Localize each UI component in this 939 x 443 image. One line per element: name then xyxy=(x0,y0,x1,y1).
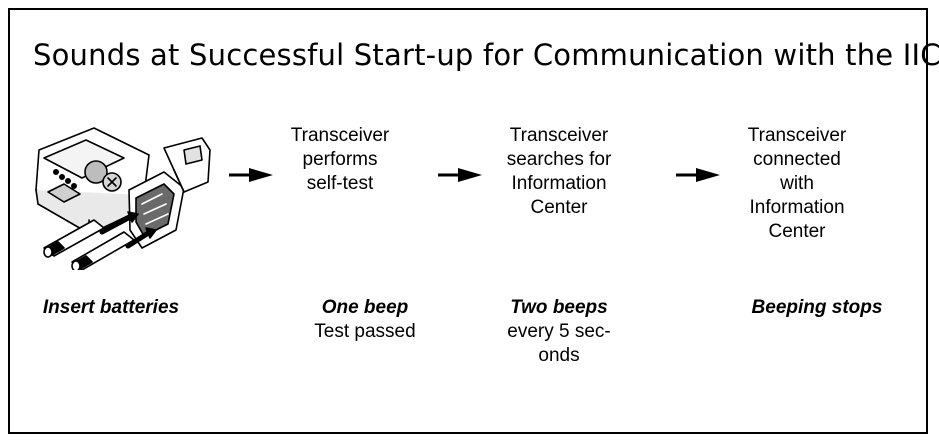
caption-bold: Beeping stops xyxy=(751,297,883,318)
caption-line: Test passed xyxy=(314,321,416,342)
caption-two-beeps: Two beeps every 5 sec- onds xyxy=(484,296,634,368)
diagram-title: Sounds at Successful Start-up for Commun… xyxy=(33,38,939,72)
step-line: Transceiver xyxy=(747,125,847,146)
step-line: self-test xyxy=(306,173,374,194)
caption-bold: Insert batteries xyxy=(42,297,180,318)
caption-bold: Two beeps xyxy=(510,297,608,318)
caption-bold: One beep xyxy=(321,297,409,318)
caption-line: every 5 sec- xyxy=(507,321,611,342)
step-connected: Transceiver connected with Information C… xyxy=(722,124,872,244)
step-line: Transceiver xyxy=(290,125,390,146)
caption-one-beep: One beep Test passed xyxy=(290,296,440,344)
transceiver-with-batteries-icon xyxy=(35,127,211,270)
step-line: Center xyxy=(768,221,826,242)
caption-beeping-stops: Beeping stops xyxy=(712,296,922,320)
step-searching: Transceiver searches for Information Cen… xyxy=(484,124,634,220)
step-line: performs xyxy=(302,149,378,170)
right-arrow-icon xyxy=(229,168,273,182)
step-line: Center xyxy=(530,197,588,218)
step-self-test: Transceiver performs self-test xyxy=(265,124,415,196)
step-line: Information xyxy=(749,197,845,218)
step-line: Information xyxy=(511,173,607,194)
step-line: with xyxy=(780,173,814,194)
caption-insert-batteries: Insert batteries xyxy=(16,296,206,320)
step-line: searches for xyxy=(506,149,612,170)
caption-line: onds xyxy=(538,345,580,366)
step-line: connected xyxy=(753,149,841,170)
step-line: Transceiver xyxy=(509,125,609,146)
right-arrow-icon xyxy=(438,168,482,182)
right-arrow-icon xyxy=(676,168,720,182)
